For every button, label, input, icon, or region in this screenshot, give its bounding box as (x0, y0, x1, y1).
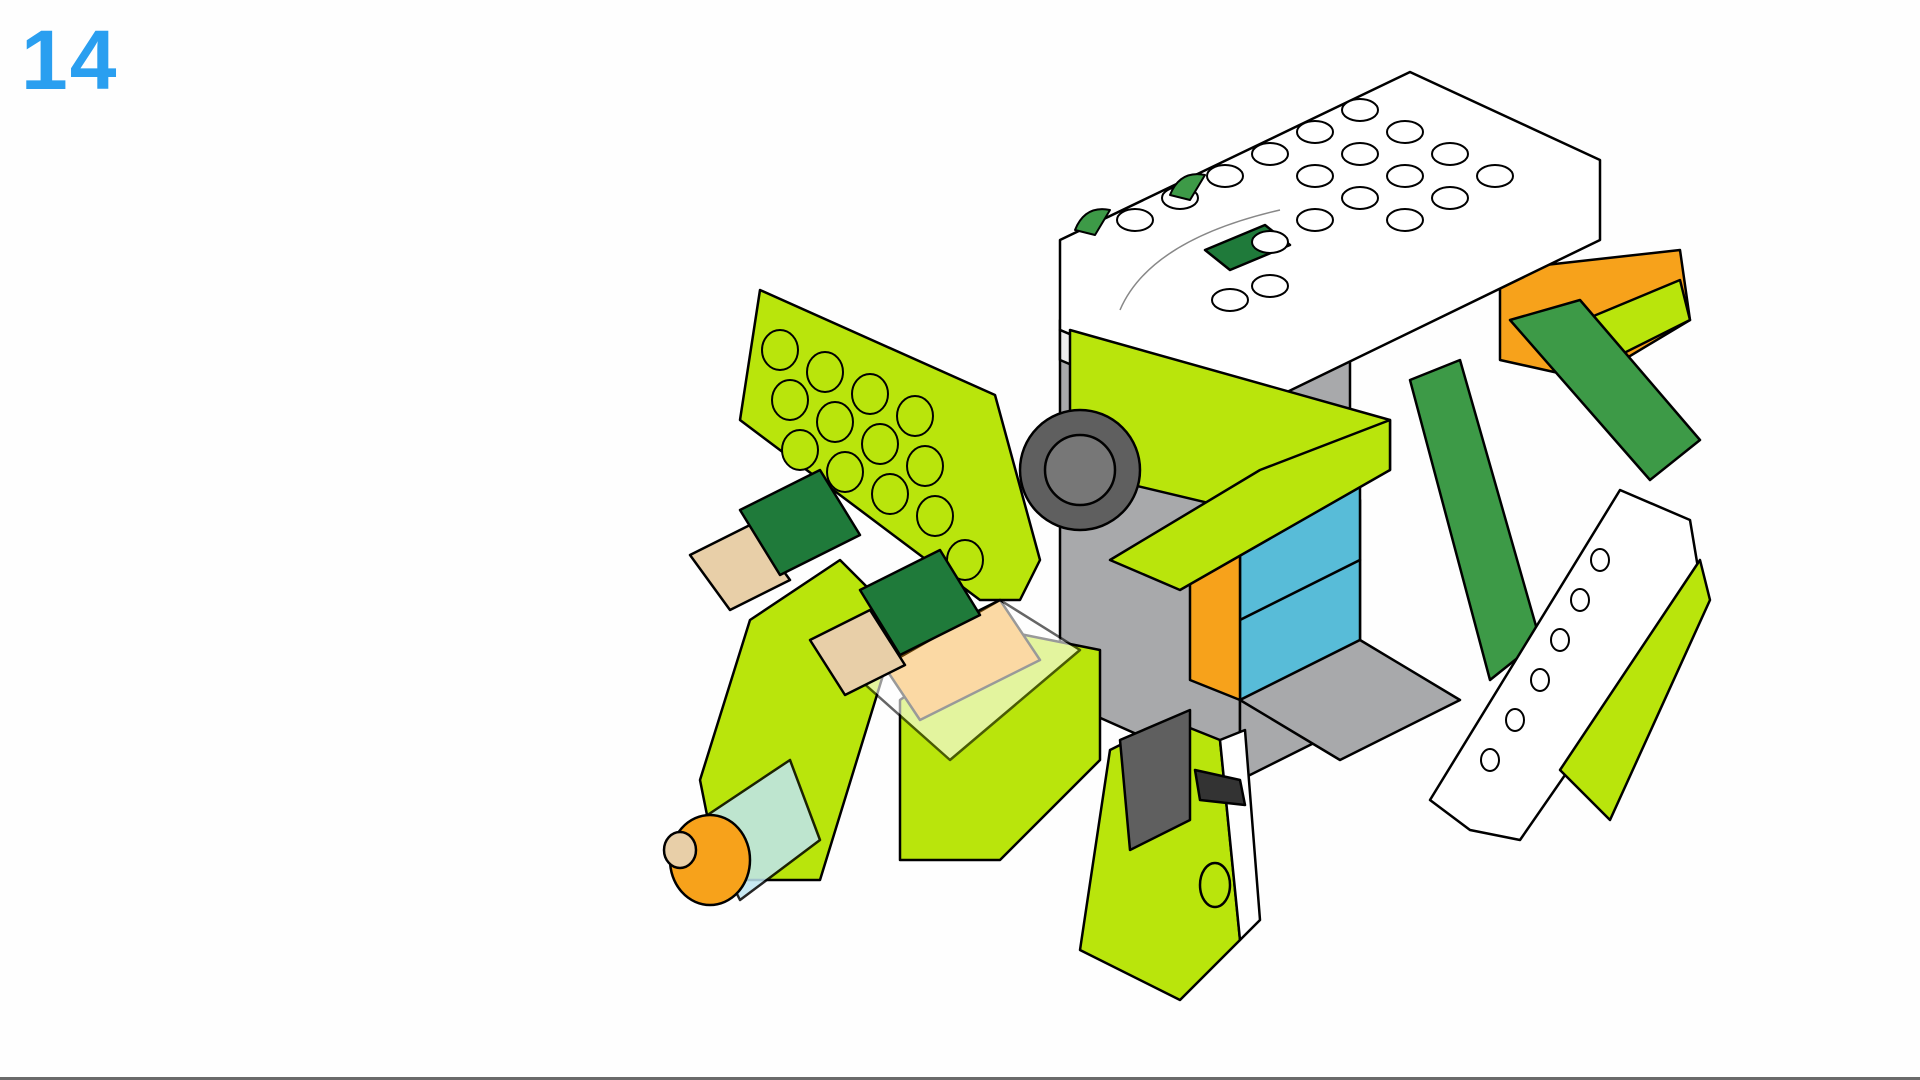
axle-upper (688, 468, 862, 612)
lime-wing-plate (738, 288, 1042, 602)
front-leg (1078, 708, 1262, 1002)
blue-orange-bricks (1188, 478, 1462, 762)
step-number: 14 (21, 13, 119, 107)
bottom-rule (0, 1077, 1920, 1080)
green-hub-bumps (1074, 173, 1206, 236)
axle-lower (808, 548, 982, 697)
lego-model-illustration (662, 70, 1712, 1002)
right-leg (1428, 488, 1712, 842)
gear-icon (1018, 408, 1142, 532)
tail-pin (662, 813, 752, 907)
smart-hub (1058, 70, 1602, 442)
